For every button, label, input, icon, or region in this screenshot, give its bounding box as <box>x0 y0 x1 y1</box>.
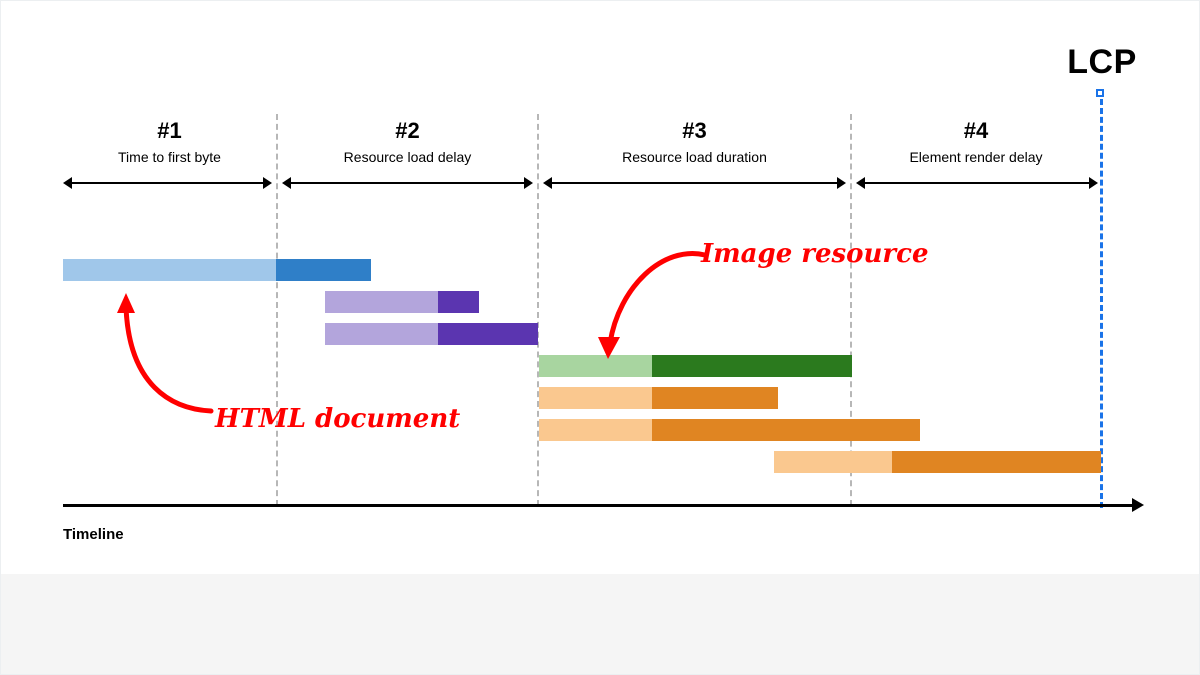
bar-segment-dark <box>276 259 371 281</box>
bar-segment-dark <box>652 387 778 409</box>
waterfall-bar-script-1 <box>539 387 778 409</box>
phase-2-number: #2 <box>395 118 420 143</box>
bar-segment-light <box>325 291 438 313</box>
phase-divider-3 <box>850 114 852 506</box>
arrow-head-left-icon <box>543 177 552 189</box>
phase-1-number: #1 <box>157 118 182 143</box>
timeline-axis-line <box>63 504 1135 507</box>
phase-4-label: Element render delay <box>909 149 1043 166</box>
phase-2-label: Resource load delay <box>343 149 472 166</box>
arrow-shaft <box>288 182 527 184</box>
arrow-head-left-icon <box>856 177 865 189</box>
bar-segment-dark <box>652 355 852 377</box>
arrow-head-left-icon <box>282 177 291 189</box>
arrow-shaft <box>69 182 266 184</box>
html-document-annotation-text: HTML document <box>215 404 461 434</box>
phase-2: #2 Resource load delay <box>278 118 537 166</box>
bar-segment-dark <box>438 323 538 345</box>
phase-3-measure-arrow <box>543 177 846 189</box>
arrow-head-right-icon <box>1089 177 1098 189</box>
html-document-annotation-arrow <box>117 293 214 414</box>
arrow-shaft <box>549 182 840 184</box>
image-resource-annotation-text: Image resource <box>701 239 929 269</box>
lcp-vertical-line <box>1100 99 1103 508</box>
phase-3-label: Resource load duration <box>622 149 767 166</box>
chart-canvas: LCP #1 Time to first byte #2 Resource lo… <box>1 1 1199 574</box>
waterfall-bar-stylesheet-1 <box>325 291 479 313</box>
bar-segment-dark <box>438 291 479 313</box>
phase-3-number: #3 <box>682 118 707 143</box>
bar-segment-light <box>63 259 276 281</box>
bar-segment-dark <box>892 451 1101 473</box>
arrow-shaft <box>862 182 1092 184</box>
legend: Document Stylesheet Script Image <box>1 574 1199 674</box>
timeline-axis-label: Timeline <box>63 526 124 543</box>
waterfall-bar-script-2 <box>539 419 920 441</box>
arrow-head-right-icon <box>837 177 846 189</box>
waterfall-bar-script-3 <box>774 451 1101 473</box>
timeline-arrow-head-icon <box>1132 498 1144 512</box>
waterfall-bar-document-1 <box>63 259 371 281</box>
phase-divider-2 <box>537 114 539 506</box>
phase-4-measure-arrow <box>856 177 1098 189</box>
lcp-title: LCP <box>1067 43 1137 81</box>
arrow-head-right-icon <box>524 177 533 189</box>
phase-4-number: #4 <box>963 118 989 143</box>
phase-1: #1 Time to first byte <box>63 118 276 166</box>
lcp-marker-icon <box>1096 89 1104 97</box>
arrow-head-right-icon <box>263 177 272 189</box>
phase-divider-1 <box>276 114 278 506</box>
waterfall-bar-image-1 <box>539 355 852 377</box>
phase-1-measure-arrow <box>63 177 272 189</box>
bar-segment-light <box>539 355 652 377</box>
waterfall-bar-stylesheet-2 <box>325 323 538 345</box>
bar-segment-dark <box>652 419 920 441</box>
phase-2-measure-arrow <box>282 177 533 189</box>
bar-segment-light <box>325 323 438 345</box>
phase-3: #3 Resource load duration <box>539 118 850 166</box>
bar-segment-light <box>774 451 892 473</box>
bar-segment-light <box>539 419 652 441</box>
bar-segment-light <box>539 387 652 409</box>
phase-1-label: Time to first byte <box>118 149 221 166</box>
phase-4: #4 Element render delay <box>852 118 1100 166</box>
image-resource-annotation-arrow <box>598 251 708 359</box>
arrow-head-left-icon <box>63 177 72 189</box>
